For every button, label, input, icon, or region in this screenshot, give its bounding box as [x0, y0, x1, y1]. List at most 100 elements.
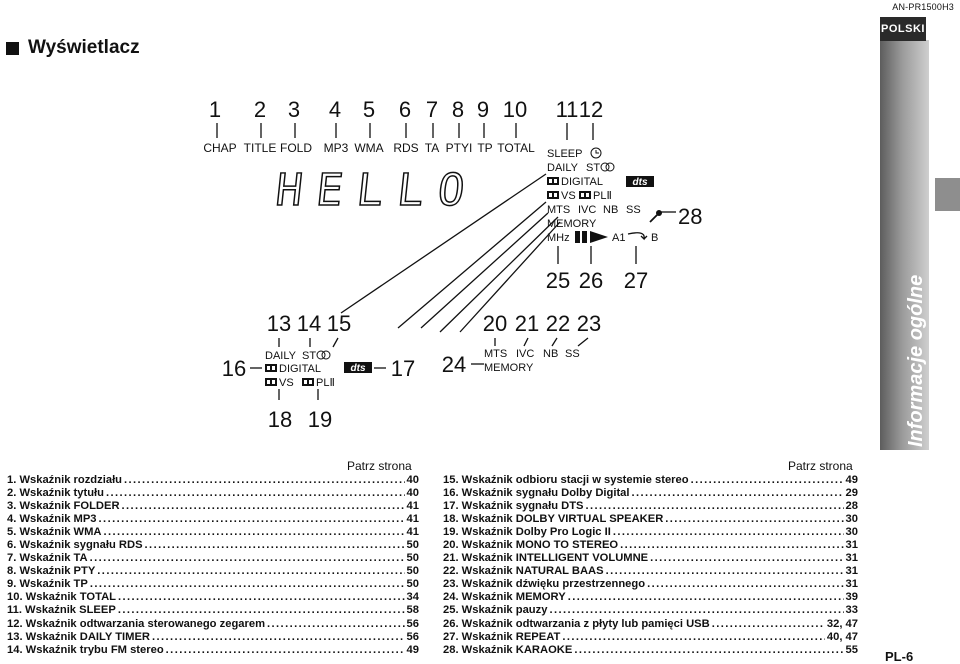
- index-row: 19. Wskaźnik Dolby Pro Logic II.........…: [443, 526, 858, 539]
- callout-6: 6: [399, 97, 411, 122]
- index-label: 8. Wskaźnik PTY: [7, 565, 96, 578]
- dolby-vs-icon: [547, 191, 559, 199]
- label-ta: TA: [425, 141, 439, 155]
- detail-label-pl2: PLⅡ: [316, 377, 335, 389]
- index-page: 40, 47: [826, 630, 858, 643]
- indicator-index-left: 1. Wskaźnik rozdziału...................…: [7, 474, 419, 657]
- index-page: 41: [406, 513, 419, 526]
- section-heading: Wyświetlacz: [6, 37, 140, 59]
- index-page: 29: [845, 487, 858, 500]
- detail-dolby-digital-icon: [265, 364, 277, 372]
- label-wma: WMA: [354, 141, 383, 155]
- index-row: 9. Wskaźnik TP..........................…: [7, 578, 419, 591]
- zoom-leader-lines: [340, 173, 561, 333]
- square-bullet-icon: [6, 41, 19, 55]
- callout-27: 27: [624, 268, 648, 293]
- callout-23: 23: [577, 311, 601, 336]
- dot-leader: ........................................…: [98, 513, 405, 526]
- label-mts: MTS: [547, 204, 570, 216]
- dot-leader: ........................................…: [562, 630, 825, 643]
- index-page: 31: [845, 552, 858, 565]
- repeat-icon: [627, 232, 648, 241]
- index-label: 23. Wskaźnik dźwięku przestrzennego: [443, 578, 646, 591]
- label-ivc: IVC: [578, 204, 596, 216]
- callout-21: 21: [515, 311, 539, 336]
- label-title: TITLE: [244, 141, 277, 155]
- index-label: 19. Wskaźnik Dolby Pro Logic II: [443, 526, 611, 539]
- callout-16: 16: [222, 356, 246, 381]
- index-label: 6. Wskaźnik sygnału RDS: [7, 539, 143, 552]
- callout-9: 9: [477, 97, 489, 122]
- callout-5: 5: [363, 97, 375, 122]
- index-label: 21. Wskaźnik INTELLIGENT VOLUMNE: [443, 552, 649, 565]
- index-label: 25. Wskaźnik pauzy: [443, 604, 548, 617]
- index-row: 2. Wskaźnik tytułu......................…: [7, 487, 419, 500]
- detail-dolby-vs-icon: [265, 378, 277, 386]
- sidebar-band: [880, 40, 929, 450]
- label-nb: NB: [603, 204, 618, 216]
- page-number: PL-6: [885, 649, 914, 664]
- index-page: 50: [406, 539, 419, 552]
- play-icon: [590, 231, 608, 243]
- detail-label-vs: VS: [279, 377, 294, 389]
- index-row: 22. Wskaźnik NATURAL BAAS...............…: [443, 565, 858, 578]
- dot-leader: ........................................…: [152, 630, 405, 643]
- callout-8: 8: [452, 97, 464, 122]
- index-page: 40: [406, 487, 419, 500]
- callout-1: 1: [209, 97, 221, 122]
- dot-leader: ........................................…: [103, 526, 405, 539]
- index-page: 32, 47: [826, 617, 858, 630]
- dot-leader: ........................................…: [89, 578, 405, 591]
- index-row: 10. Wskaźnik TOTAL......................…: [7, 591, 419, 604]
- callout-11: 11: [556, 97, 579, 122]
- dts-logo: dts: [626, 176, 654, 188]
- detail-label-mts: MTS: [484, 348, 507, 360]
- see-page-header-left: Patrz strona: [347, 459, 412, 473]
- index-row: 6. Wskaźnik sygnału RDS.................…: [7, 539, 419, 552]
- callout-13: 13: [267, 311, 291, 336]
- index-row: 14. Wskaźnik trybu FM stereo............…: [7, 644, 419, 657]
- index-label: 7. Wskaźnik TA: [7, 552, 88, 565]
- dot-leader: ........................................…: [118, 591, 405, 604]
- dot-leader: ........................................…: [267, 617, 405, 630]
- callout-26: 26: [579, 268, 603, 293]
- detail-right-leaders: [471, 337, 589, 365]
- dot-leader: ........................................…: [165, 643, 405, 656]
- index-page: 28: [845, 500, 858, 513]
- callout-4: 4: [329, 97, 341, 122]
- callout-25: 25: [546, 268, 570, 293]
- index-label: 4. Wskaźnik MP3: [7, 513, 97, 526]
- index-row: 28. Wskaźnik KARAOKE....................…: [443, 644, 858, 657]
- label-st: ST: [586, 162, 600, 174]
- index-page: 30: [845, 513, 858, 526]
- dot-leader: ........................................…: [665, 513, 843, 526]
- dot-leader: ........................................…: [574, 643, 844, 656]
- callout-22: 22: [546, 311, 570, 336]
- index-label: 16. Wskaźnik sygnału Dolby Digital: [443, 487, 630, 500]
- index-label: 2. Wskaźnik tytułu: [7, 487, 104, 500]
- clock-icon: [590, 147, 602, 159]
- index-label: 26. Wskaźnik odtwarzania z płyty lub pam…: [443, 617, 710, 630]
- dot-leader: ........................................…: [612, 526, 844, 539]
- index-row: 21. Wskaźnik INTELLIGENT VOLUMNE........…: [443, 552, 858, 565]
- index-label: 15. Wskaźnik odbioru stacji w systemie s…: [443, 474, 689, 486]
- callout-14: 14: [297, 311, 321, 336]
- label-chap: CHAP: [203, 141, 236, 155]
- dot-leader: ........................................…: [124, 474, 405, 486]
- index-page: 41: [406, 500, 419, 513]
- callout-28: 28: [678, 204, 702, 229]
- index-label: 13. Wskaźnik DAILY TIMER: [7, 630, 150, 643]
- label-ptyi: PTYI: [446, 141, 473, 155]
- label-fold: FOLD: [280, 141, 312, 155]
- detail-label-daily: DAILY: [265, 350, 297, 362]
- index-row: 20. Wskaźnik MONO TO STEREO.............…: [443, 539, 858, 552]
- index-label: 12. Wskaźnik odtwarzania sterowanego zeg…: [7, 617, 266, 630]
- index-label: 11. Wskaźnik SLEEP: [7, 604, 116, 617]
- index-page: 55: [845, 643, 858, 656]
- dot-leader: ........................................…: [650, 552, 844, 565]
- dot-leader: ........................................…: [605, 565, 844, 578]
- dot-leader: ........................................…: [97, 565, 404, 578]
- detail-label-nb: NB: [543, 348, 558, 360]
- label-total: TOTAL: [497, 141, 535, 155]
- index-row: 13. Wskaźnik DAILY TIMER................…: [7, 631, 419, 644]
